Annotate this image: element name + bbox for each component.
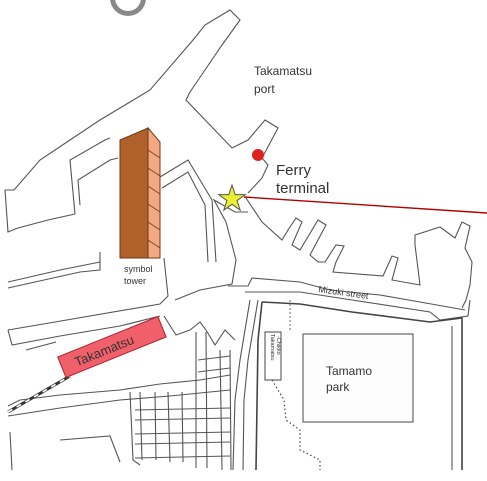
coastline	[4, 9, 473, 309]
port-label-line2: port	[254, 82, 275, 96]
park-label-line1: Tamamo	[326, 364, 372, 378]
street-network	[7, 137, 471, 471]
park-label-line2: park	[326, 380, 350, 394]
route-line	[243, 196, 487, 214]
park-area	[255, 300, 463, 471]
tamamo-park-box[interactable]	[302, 333, 414, 423]
red-dot-icon[interactable]	[252, 149, 264, 161]
ferry-label-line1: Ferry	[276, 162, 311, 179]
ferry-label-line2: terminal	[276, 180, 329, 197]
star-icon[interactable]	[217, 183, 247, 212]
chikko-station-box[interactable]	[264, 331, 282, 381]
railway	[7, 374, 71, 414]
tower-label-line1: symbol	[124, 264, 153, 274]
takamatsu-station-sign[interactable]: Takamatsu	[57, 315, 167, 379]
chikko-label-line1: Takamatsu	[269, 334, 275, 361]
chikko-label-line2: -Chikko	[275, 336, 281, 355]
symbol-tower[interactable]	[119, 126, 161, 259]
tower-label-line2: tower	[124, 276, 146, 286]
port-label-line1: Takamatsu	[254, 64, 312, 78]
circle-logo-icon	[110, 0, 146, 16]
